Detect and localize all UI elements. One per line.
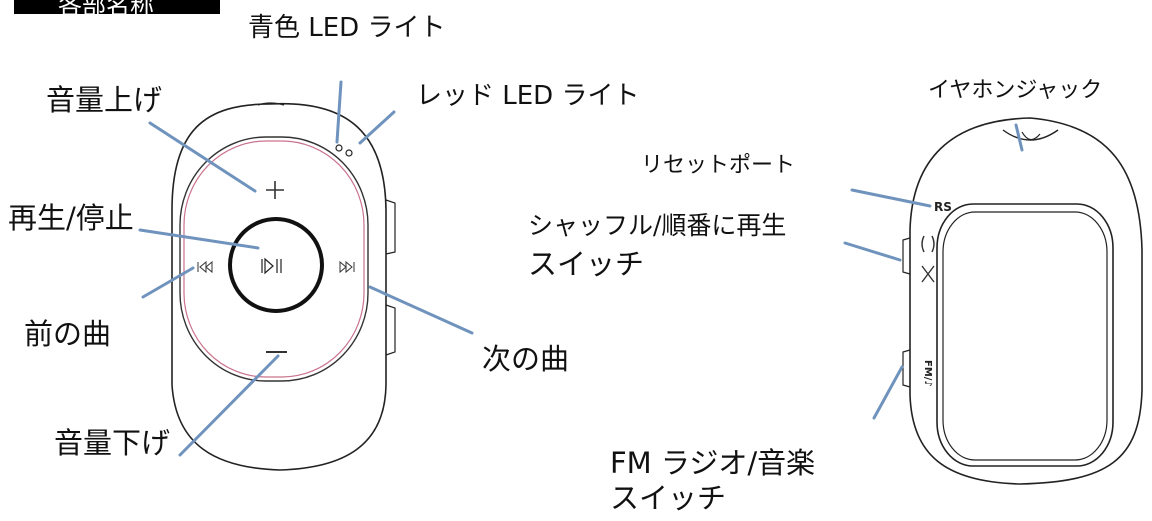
previous-track-icon [197, 260, 213, 274]
leader-blue-led [335, 80, 343, 144]
label-fm-switch-line1: FM ラジオ/音楽 [610, 446, 816, 480]
next-track-icon [339, 260, 355, 274]
side-body-outline [909, 117, 1143, 485]
blue-led-icon [335, 144, 343, 152]
leader-volume-up [148, 121, 257, 193]
label-reset-port: リセットポート [641, 153, 796, 178]
front-side-button-lower [385, 304, 396, 356]
label-earphone-jack: イヤホンジャック [928, 78, 1103, 103]
label-volume-down: 音量下げ [54, 426, 171, 460]
play-pause-icon [261, 257, 282, 275]
control-pad-inner [183, 140, 365, 378]
front-body-outline [171, 102, 387, 471]
section-header-bar: 各部名称 [14, 0, 220, 20]
shuffle-switch [902, 237, 911, 275]
leader-volume-down [178, 354, 280, 457]
label-shuffle-switch-line1: シャッフル/順番に再生 [528, 211, 787, 240]
red-led-icon [345, 149, 353, 157]
label-play-pause: 再生/停止 [8, 201, 134, 235]
section-header-title: 各部名称 [58, 0, 154, 20]
front-top-notch [257, 102, 285, 106]
leader-earphone-jack [1014, 123, 1024, 152]
label-blue-led: 青色 LED ライト [248, 13, 446, 43]
fm-switch [902, 349, 911, 388]
volume-up-icon [266, 181, 284, 199]
leader-red-led [358, 110, 396, 145]
label-volume-up: 音量上げ [46, 83, 163, 117]
leader-previous [141, 266, 195, 299]
repeat-mode-icon [921, 235, 935, 253]
play-pause-button [228, 217, 324, 313]
leader-shuffle-switch [843, 241, 902, 262]
side-leader-lines [843, 123, 1024, 420]
front-leader-lines [138, 80, 474, 457]
leader-play-pause [138, 228, 260, 250]
label-fm-switch-line2: スイッチ [610, 481, 727, 515]
leader-fm-switch [872, 365, 904, 420]
leader-next [368, 285, 474, 335]
front-side-button-upper [385, 199, 396, 255]
side-view [902, 117, 1143, 485]
label-red-led: レッド LED ライト [416, 81, 640, 111]
reset-mark: RS [934, 200, 952, 214]
side-screen-outer [936, 203, 1114, 467]
shuffle-mode-icon [921, 265, 935, 283]
control-pad-outer [179, 136, 369, 382]
front-view [171, 102, 396, 471]
label-shuffle-switch-line2: スイッチ [528, 247, 645, 281]
label-next: 次の曲 [482, 342, 570, 376]
side-screen-inner [942, 211, 1108, 461]
label-previous: 前の曲 [24, 317, 112, 351]
leader-reset-port [850, 188, 932, 208]
fm-mark: FM/♪ [922, 360, 933, 387]
earphone-jack-port [1002, 129, 1059, 141]
